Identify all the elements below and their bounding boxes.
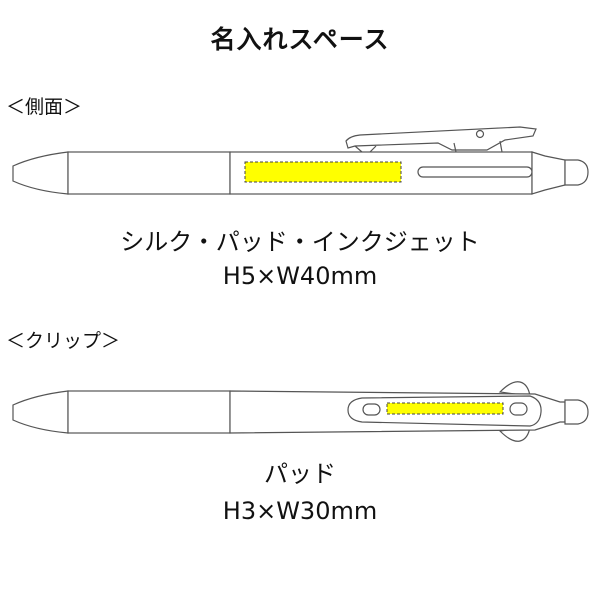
print-area-clip — [386, 402, 504, 415]
pen-cap — [564, 159, 589, 186]
page-title: 名入れスペース — [210, 25, 390, 54]
pen-cap — [564, 399, 589, 425]
print-size-clip: H3×W30mm — [222, 497, 378, 525]
section-label-side: ＜側面＞ — [6, 96, 83, 118]
pen-slot — [417, 166, 533, 178]
pen-nose — [12, 390, 69, 434]
print-method-side: シルク・パッド・インクジェット — [120, 228, 480, 256]
clip-hole-left — [362, 403, 381, 416]
clip-hole-right — [509, 402, 528, 416]
pen-side-view-diagram — [12, 126, 589, 195]
print-method-clip: パッド — [264, 460, 336, 488]
pen-grip — [67, 390, 231, 434]
pen-nose — [12, 151, 69, 195]
print-area-side — [244, 161, 402, 183]
print-size-side: H5×W40mm — [222, 262, 378, 290]
pen-grip — [67, 151, 231, 195]
pen-cone — [531, 151, 566, 195]
section-label-clip: ＜クリップ＞ — [6, 330, 121, 352]
pen-clip-view-diagram — [12, 381, 589, 442]
pen-clip — [345, 126, 537, 151]
